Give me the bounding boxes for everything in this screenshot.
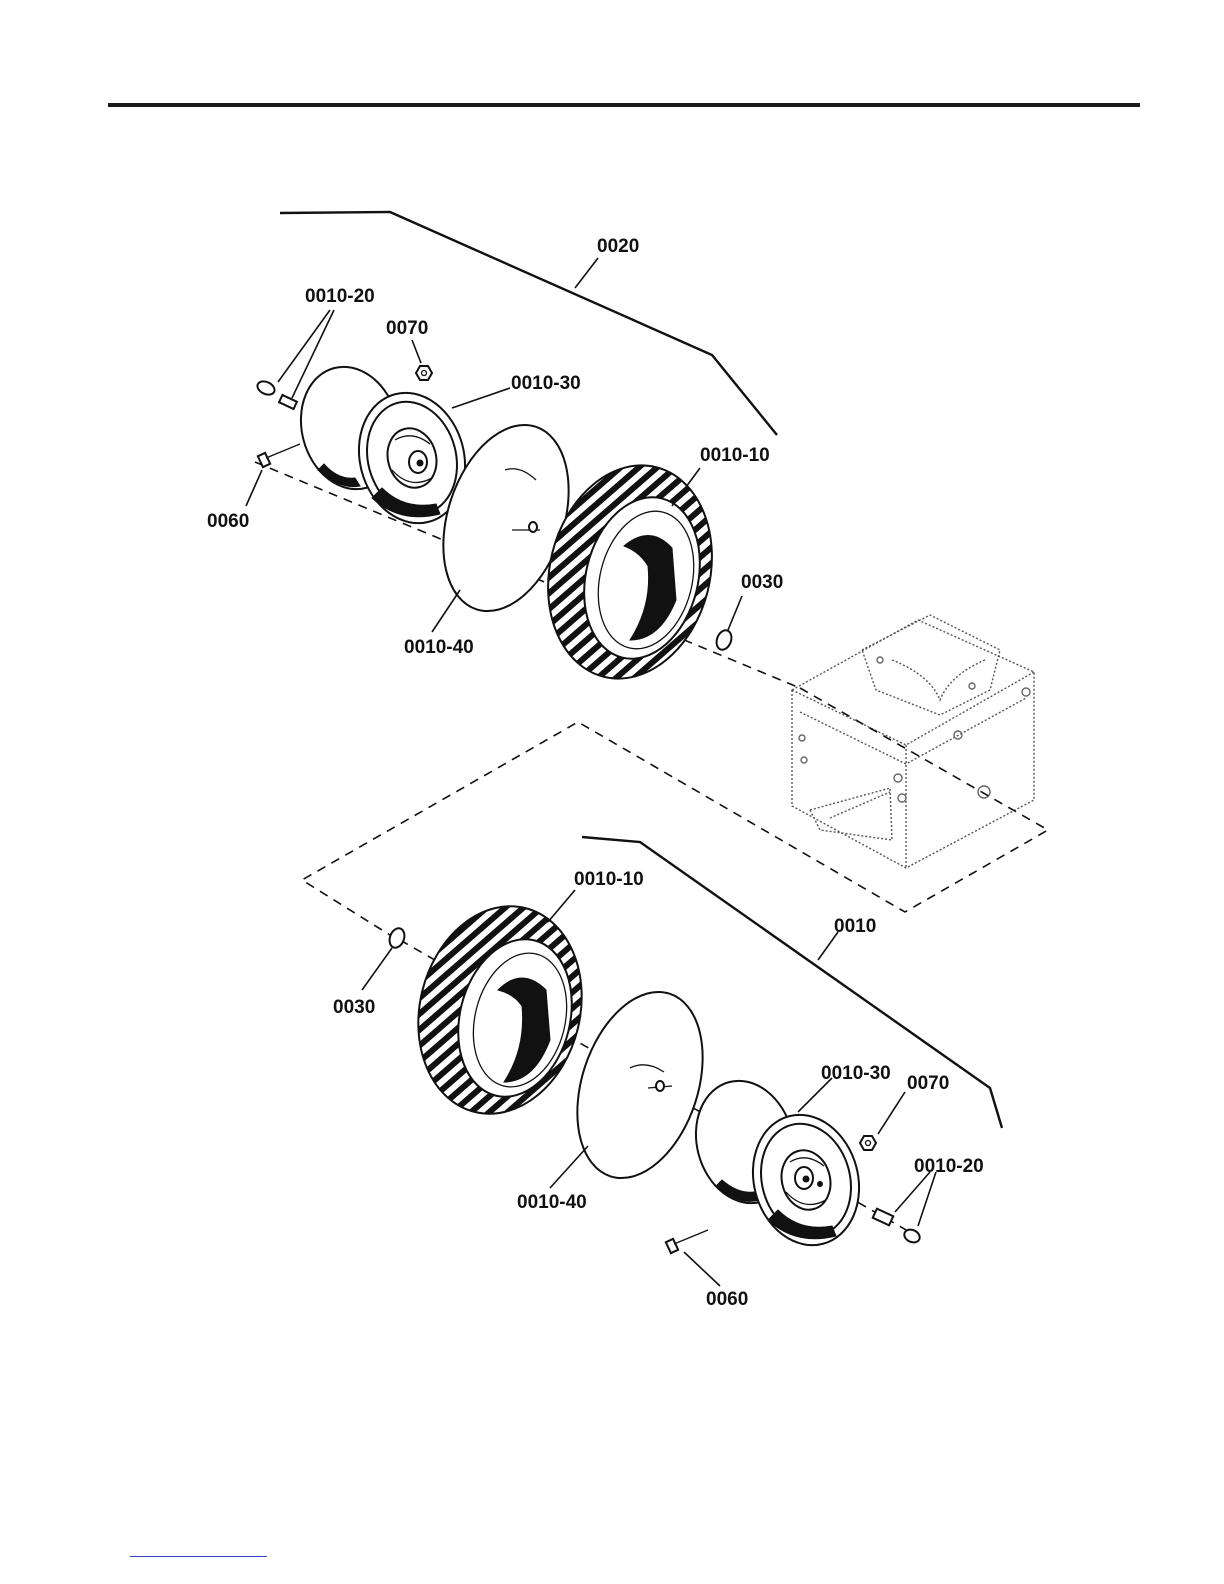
lower-washer — [387, 926, 407, 950]
callout-lower-valve-nut: 0070 — [907, 1073, 949, 1094]
callout-upper-assembly: 0020 — [597, 236, 639, 257]
upper-bolt — [258, 444, 300, 467]
axle-frame-housing — [792, 615, 1034, 868]
callout-upper-valve-stem: 0010-20 — [305, 286, 375, 307]
lower-valve-stem — [873, 1209, 922, 1245]
callout-lower-assembly: 0010 — [834, 916, 876, 937]
lower-tire — [397, 889, 603, 1131]
callout-lower-valve-stem: 0010-20 — [914, 1156, 984, 1177]
callout-lower-tube: 0010-40 — [517, 1192, 587, 1213]
lower-valve-nut — [860, 1136, 876, 1150]
callout-upper-rim: 0010-30 — [511, 373, 581, 394]
upper-valve-nut — [416, 366, 432, 380]
upper-washer — [714, 628, 734, 652]
lower-wheel-assembly: 0010-10 0010 0030 0010-40 0010-30 0070 0… — [333, 837, 1002, 1310]
lower-rim — [683, 1070, 874, 1258]
upper-wheel-assembly: 0020 0010-20 0070 0010-30 0060 0010-10 0… — [207, 212, 800, 696]
callout-upper-tire: 0010-10 — [700, 445, 770, 466]
axle-connection-dashed — [302, 688, 1048, 935]
callout-lower-tire: 0010-10 — [574, 869, 644, 890]
callout-lower-bolt: 0060 — [706, 1289, 748, 1310]
callout-upper-tube: 0010-40 — [404, 637, 474, 658]
footer-link-underline[interactable] — [130, 1556, 267, 1557]
lower-bolt — [666, 1230, 708, 1253]
callout-lower-washer: 0030 — [333, 997, 375, 1018]
callout-upper-valve-nut: 0070 — [386, 318, 428, 339]
upper-valve-stem — [255, 379, 297, 409]
callout-lower-rim: 0010-30 — [821, 1063, 891, 1084]
callout-upper-washer: 0030 — [741, 572, 783, 593]
callout-upper-bolt: 0060 — [207, 511, 249, 532]
